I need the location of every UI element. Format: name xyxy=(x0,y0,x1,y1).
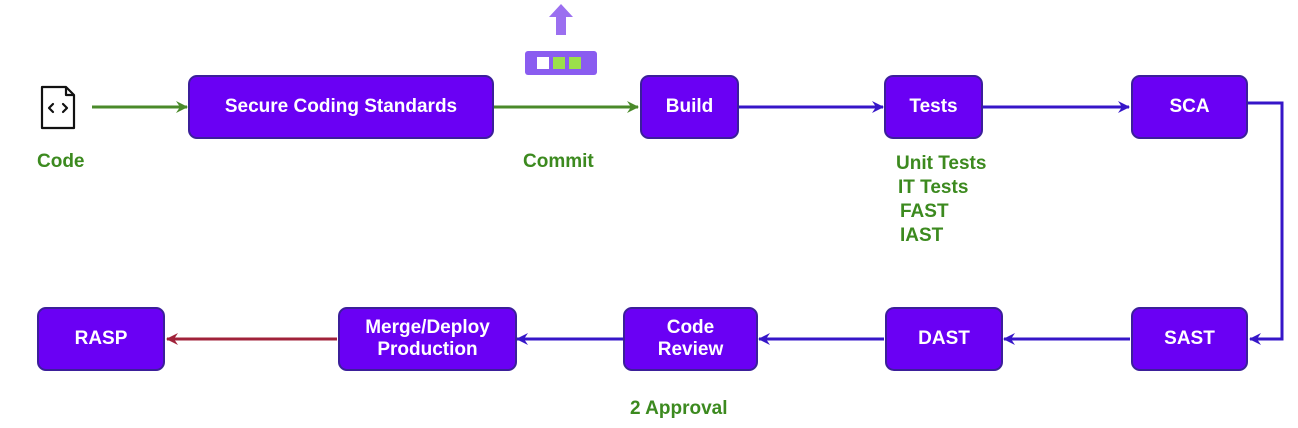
test-type-fast: FAST xyxy=(900,201,949,222)
node-tests: Tests xyxy=(884,75,983,139)
node-merge-deploy-production: Merge/Deploy Production xyxy=(338,307,517,371)
label-approval: 2 Approval xyxy=(630,398,728,419)
test-type-unit: Unit Tests xyxy=(896,153,987,174)
node-build-label: Build xyxy=(665,96,714,117)
test-type-iast: IAST xyxy=(900,225,944,246)
code-file-icon xyxy=(40,85,76,130)
node-secure-coding-standards-label: Secure Coding Standards xyxy=(224,96,458,117)
test-type-it: IT Tests xyxy=(898,177,969,198)
node-code-review: Code Review xyxy=(623,307,758,371)
node-rasp: RASP xyxy=(37,307,165,371)
node-dast-label: DAST xyxy=(918,328,970,349)
node-sca: SCA xyxy=(1131,75,1248,139)
node-sast-label: SAST xyxy=(1164,328,1215,349)
commit-upload-icon xyxy=(525,4,597,75)
test-types-list: Unit Tests IT Tests FAST IAST xyxy=(896,152,986,248)
arrow-sca-to-sast xyxy=(1248,101,1284,345)
node-rasp-label: RASP xyxy=(74,328,128,349)
label-commit: Commit xyxy=(523,151,594,172)
node-sca-label: SCA xyxy=(1169,96,1210,117)
node-code-review-label: Code Review xyxy=(657,317,724,360)
node-secure-coding-standards: Secure Coding Standards xyxy=(188,75,494,139)
node-dast: DAST xyxy=(885,307,1003,371)
node-sast: SAST xyxy=(1131,307,1248,371)
label-code: Code xyxy=(37,151,85,172)
node-tests-label: Tests xyxy=(909,96,958,117)
node-build: Build xyxy=(640,75,739,139)
node-merge-deploy-production-label: Merge/Deploy Production xyxy=(365,317,490,360)
